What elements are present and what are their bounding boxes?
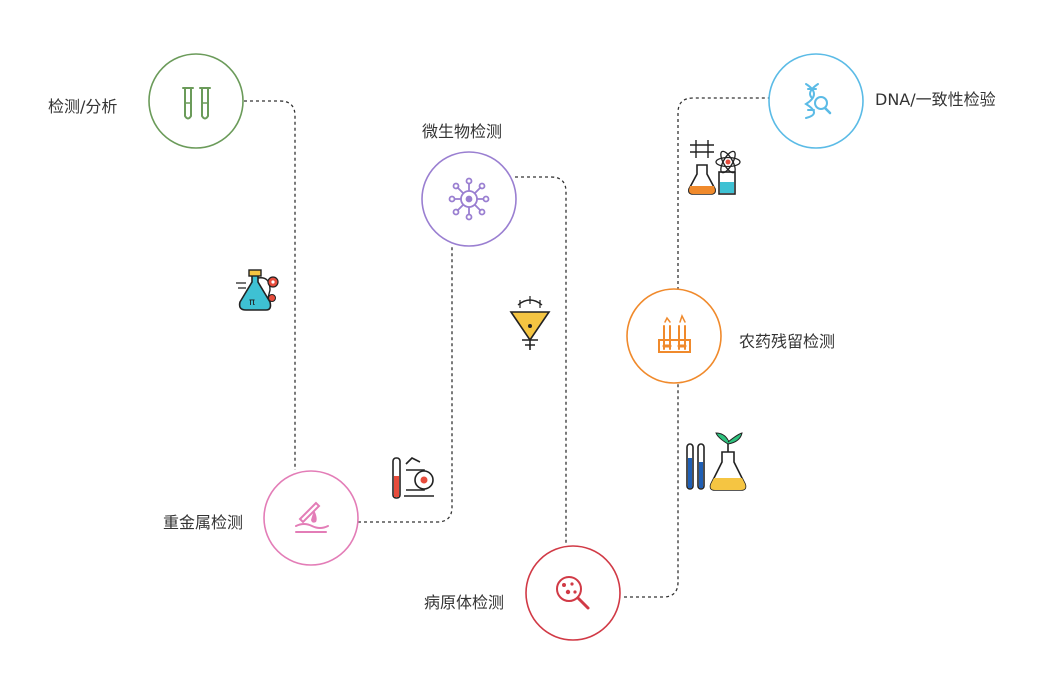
connector-pathogen-pesticide [624, 383, 679, 598]
node-micro-label: 微生物检测 [422, 122, 503, 141]
node-pesticide-label: 农药残留检测 [739, 332, 836, 351]
plant-flask-tubes-icon [686, 432, 747, 491]
node-pathogen-circle [525, 545, 621, 641]
node-heavy-circle [263, 470, 359, 566]
connector-heavy-micro [358, 245, 453, 523]
node-testing-circle [148, 53, 244, 149]
rack-tubes-icon [658, 314, 691, 353]
svg-text:π: π [249, 297, 255, 308]
connector-micro-pathogen [515, 176, 567, 545]
dna-search-icon [804, 83, 832, 119]
node-pathogen-label: 病原体检测 [424, 593, 505, 612]
connector-testing-heavy [244, 100, 296, 470]
node-dna-label: DNA/一致性检验 [875, 90, 996, 109]
magnifier-bacteria-icon [556, 576, 590, 610]
conical-flask-drops-icon [509, 296, 551, 350]
microbe-icon [448, 177, 490, 221]
node-heavy-label: 重金属检测 [163, 513, 244, 532]
flask-gears-icon: π [236, 269, 279, 311]
dropper-liquid-icon [295, 501, 329, 533]
node-pesticide-circle [626, 288, 722, 384]
microscope-tube-icon [392, 457, 434, 499]
dna-atom-lab-icon [688, 140, 741, 195]
test-tubes-icon [182, 87, 211, 120]
node-testing-label: 检测/分析 [48, 97, 118, 116]
